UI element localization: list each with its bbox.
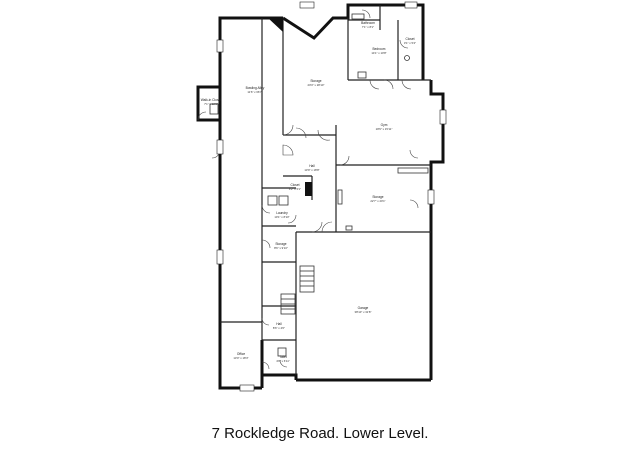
- room-dims-laundry: 10'1" x 8'10": [274, 215, 289, 219]
- room-dims-storage-mid: 22'7" x 20'1": [370, 199, 385, 203]
- room-name-garage: Garage: [358, 306, 369, 310]
- room-name-bathroom: Bathroom: [361, 21, 375, 25]
- pillar-column: [305, 182, 312, 196]
- room-name-closet-mid: Closet: [290, 183, 299, 187]
- windows: [216, 1, 447, 392]
- room-dims-hall: 13'9" x 18'8": [304, 168, 319, 172]
- room-dims-toilet: 4'0" x 6'11": [276, 359, 290, 363]
- room-name-walkin-closet: Walk-in Closet: [201, 98, 222, 102]
- room-dims-hall-low: 8'6" x 4'0": [273, 326, 285, 330]
- room-dims-storage-left: 8'6" x 9'10": [274, 246, 288, 250]
- room-name-storage-left: Storage: [275, 242, 286, 246]
- plan-caption: 7 Rockledge Road. Lower Level.: [211, 425, 429, 442]
- room-dims-garage: 38'10" x 31'8": [355, 310, 372, 314]
- doors: [197, 9, 419, 370]
- room-dims-office: 13'0" x 18'3": [233, 356, 248, 360]
- room-dims-bowling-alley: 11'6" x 66'7": [247, 90, 262, 94]
- room-dims-closet-mid: 4'2" x 5'1": [289, 187, 301, 191]
- room-name-bedroom: Bedroom: [373, 47, 386, 51]
- room-dims-bathroom: 7'1" x 8'1": [362, 25, 374, 29]
- room-dims-gym: 18'9" x 15'11": [376, 127, 393, 131]
- room-name-hall: Hall: [309, 164, 315, 168]
- fixtures: [209, 13, 429, 357]
- exterior-walls: [196, 3, 445, 390]
- room-dims-walkin-closet: 7'1" x 12'3": [204, 102, 218, 106]
- room-name-closet-top: Closet: [405, 37, 414, 41]
- room-name-toilet: Toilet: [279, 355, 287, 359]
- stairs: [280, 265, 315, 315]
- room-name-gym: Gym: [381, 123, 388, 127]
- room-labels: Bathroom 7'1" x 8'1" Bedroom 14'1" x 10'…: [201, 21, 416, 363]
- room-dims-bedroom: 14'1" x 10'8": [371, 51, 386, 55]
- floor-plan: Bathroom 7'1" x 8'1" Bedroom 14'1" x 10'…: [196, 1, 447, 392]
- pillar-marker: [268, 18, 283, 32]
- room-name-hall-low: Hall: [276, 322, 282, 326]
- room-name-storage-top: Storage: [310, 79, 321, 83]
- room-dims-storage-top: 20'0" x 28'10": [308, 83, 325, 87]
- room-name-storage-mid: Storage: [372, 195, 383, 199]
- room-name-office: Office: [237, 352, 245, 356]
- room-dims-closet-top: 3'1" x 5'4": [404, 41, 416, 45]
- interior-walls: [220, 5, 431, 375]
- room-name-laundry: Laundry: [276, 211, 288, 215]
- room-name-bowling-alley: Bowling Alley: [246, 86, 265, 90]
